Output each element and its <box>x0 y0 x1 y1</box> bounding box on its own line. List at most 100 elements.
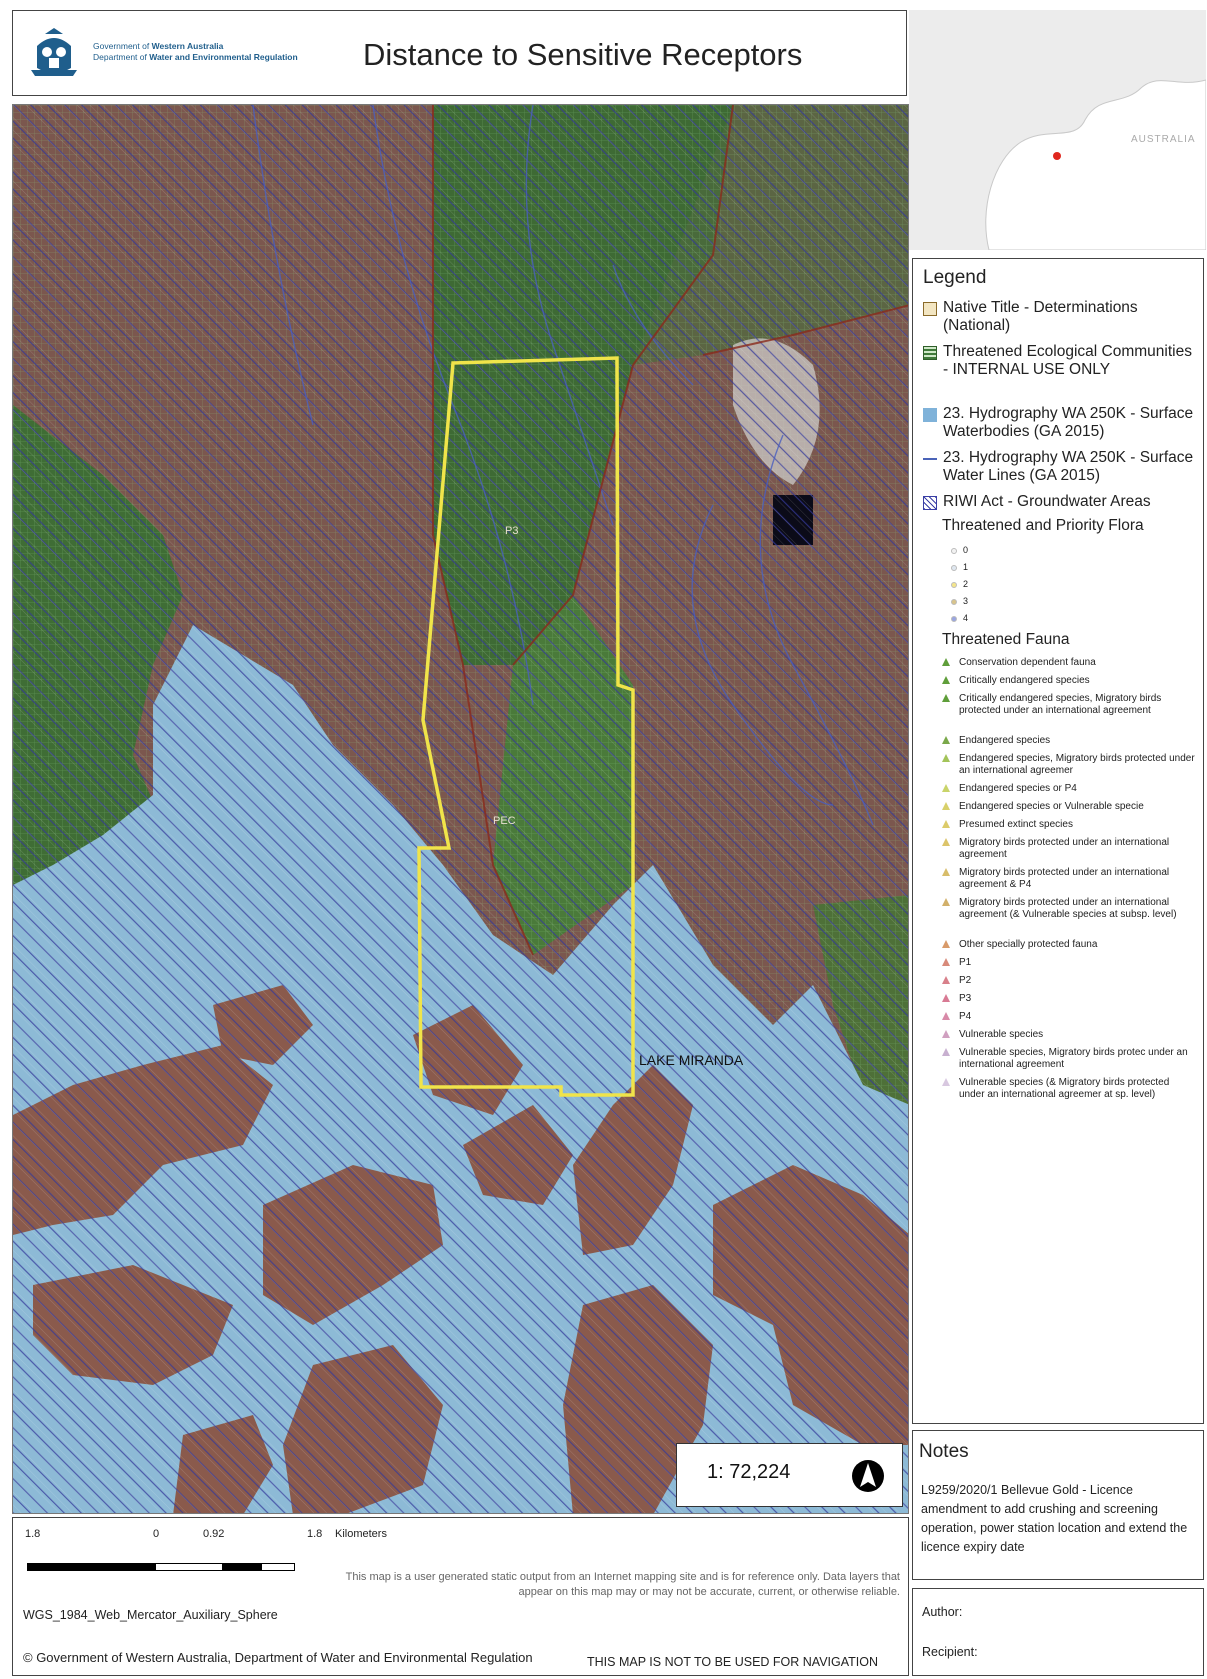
fauna-class-label: P3 <box>959 993 972 1004</box>
triangle-icon <box>942 994 950 1002</box>
government-name: Government of Western Australia <box>93 41 224 51</box>
notes-title: Notes <box>919 1441 969 1462</box>
triangle-icon <box>942 958 950 966</box>
map-footer: 1.8 0 0.92 1.8 Kilometers WGS_1984_Web_M… <box>12 1517 909 1676</box>
fauna-class-row: Critically endangered species <box>942 675 1197 687</box>
map-canvas[interactable]: P3 PEC LAKE MIRANDA <box>12 104 909 1514</box>
fauna-class-row: Migratory birds protected under an inter… <box>942 867 1197 891</box>
fauna-class-row: P1 <box>942 957 1197 969</box>
flora-class-label: 0 <box>963 545 969 555</box>
riwi-swatch-icon <box>923 496 937 510</box>
legend-panel: Legend Native Title - Determinations (Na… <box>912 258 1204 1424</box>
department-name: Department of Water and Environmental Re… <box>93 52 298 62</box>
fauna-class-label: P4 <box>959 1011 972 1022</box>
triangle-icon <box>942 1030 950 1038</box>
scale-ratio: 1: 72,224 <box>707 1461 791 1483</box>
flora-class-row: 2 <box>951 579 968 589</box>
fauna-class-label: Conservation dependent fauna <box>959 657 1096 668</box>
fauna-class-label: Critically endangered species, Migratory… <box>959 693 1162 716</box>
flora-heading: Threatened and Priority Flora <box>942 517 1144 534</box>
map-title: Distance to Sensitive Receptors <box>363 37 803 72</box>
fauna-class-label: Endangered species or Vulnerable specie <box>959 801 1144 812</box>
fauna-class-row: P2 <box>942 975 1197 987</box>
author-panel: Author: Recipient: <box>912 1588 1204 1676</box>
lake-name-label: LAKE MIRANDA <box>639 1052 744 1068</box>
flora-class-label: 3 <box>963 596 969 606</box>
triangle-icon <box>942 802 950 810</box>
coordinate-system: WGS_1984_Web_Mercator_Auxiliary_Sphere <box>23 1608 278 1622</box>
fauna-class-row: Presumed extinct species <box>942 819 1197 831</box>
fauna-class-row: Endangered species, Migratory birds prot… <box>942 753 1197 777</box>
legend-water-lines: 23. Hydrography WA 250K - Surface Water … <box>923 449 1195 485</box>
disclaimer-text: This map is a user generated static outp… <box>345 1571 900 1598</box>
scalebar-units: Kilometers <box>335 1528 387 1540</box>
flora-label-p3: P3 <box>505 525 519 537</box>
flora-class-row: 4 <box>951 613 968 623</box>
fauna-class-row: Endangered species <box>942 735 1197 747</box>
triangle-icon <box>942 820 950 828</box>
notes-body: L9259/2020/1 Bellevue Gold - Licence ame… <box>921 1483 1188 1554</box>
fauna-class-row: Other specially protected fauna <box>942 939 1197 951</box>
legend-riwi: RIWI Act - Groundwater Areas <box>923 493 1195 511</box>
fauna-class-row: P3 <box>942 993 1197 1005</box>
fauna-class-label: Vulnerable species <box>959 1029 1044 1040</box>
flora-class-row: 1 <box>951 562 968 572</box>
triangle-icon <box>942 940 950 948</box>
author-label: Author: <box>922 1605 963 1619</box>
triangle-icon <box>942 754 950 762</box>
fauna-class-label: Endangered species <box>959 735 1051 746</box>
triangle-icon <box>942 1078 950 1086</box>
legend-title: Legend <box>923 267 987 288</box>
licence-boundary <box>417 356 635 1097</box>
fauna-class-label: Presumed extinct species <box>959 819 1073 830</box>
scalebar-segment <box>223 1563 261 1571</box>
triangle-icon <box>942 838 950 846</box>
triangle-icon <box>942 676 950 684</box>
scalebar-segment <box>155 1563 223 1571</box>
flora-class-label: 4 <box>963 613 969 623</box>
scalebar-segment <box>27 1563 155 1571</box>
fauna-class-row: Endangered species or P4 <box>942 783 1197 795</box>
recipient-label: Recipient: <box>922 1645 978 1659</box>
fauna-class-label: P2 <box>959 975 972 986</box>
triangle-icon <box>942 868 950 876</box>
country-label: AUSTRALIA <box>1131 134 1196 145</box>
flora-class-row: 3 <box>951 596 968 606</box>
fauna-class-row: Vulnerable species, Migratory birds prot… <box>942 1047 1197 1071</box>
triangle-icon <box>942 1012 950 1020</box>
scalebar-label: 1.8 <box>25 1528 41 1540</box>
fauna-class-row: Endangered species or Vulnerable specie <box>942 801 1197 813</box>
triangle-icon <box>942 784 950 792</box>
fauna-class-row: Vulnerable species (& Migratory birds pr… <box>942 1077 1197 1101</box>
fauna-class-label: Endangered species or P4 <box>959 783 1077 794</box>
fauna-class-label: Other specially protected fauna <box>959 939 1098 950</box>
copyright-text: © Government of Western Australia, Depar… <box>23 1650 533 1665</box>
map-header: Government of Western Australia Departme… <box>12 10 907 96</box>
flora-label-pec: PEC <box>493 815 516 827</box>
tec-swatch-icon <box>923 346 937 360</box>
scalebar-label: 1.8 <box>307 1528 323 1540</box>
fauna-class-label: Migratory birds protected under an inter… <box>959 867 1170 890</box>
legend-waterbody: 23. Hydrography WA 250K - Surface Waterb… <box>923 405 1195 441</box>
fauna-class-label: Migratory birds protected under an inter… <box>959 897 1177 920</box>
locator-inset-map: AUSTRALIA <box>909 10 1206 250</box>
fauna-class-label: Vulnerable species (& Migratory birds pr… <box>959 1077 1170 1100</box>
fauna-class-row: Conservation dependent fauna <box>942 657 1197 669</box>
site-location-marker <box>1053 152 1061 160</box>
flora-class-label: 1 <box>963 562 969 572</box>
fauna-class-row: Migratory birds protected under an inter… <box>942 837 1197 861</box>
flora-dot-icon <box>951 598 957 605</box>
scalebar-segment <box>261 1563 295 1571</box>
notes-panel: Notes L9259/2020/1 Bellevue Gold - Licen… <box>912 1430 1204 1580</box>
fauna-class-label: Critically endangered species <box>959 675 1090 686</box>
triangle-icon <box>942 898 950 906</box>
flora-dot-icon <box>951 564 957 571</box>
flora-class-label: 2 <box>963 579 969 589</box>
fauna-class-row: P4 <box>942 1011 1197 1023</box>
scalebar-label: 0.92 <box>203 1528 225 1540</box>
fauna-class-label: P1 <box>959 957 972 968</box>
triangle-icon <box>942 736 950 744</box>
triangle-icon <box>942 976 950 984</box>
navigation-warning: THIS MAP IS NOT TO BE USED FOR NAVIGATIO… <box>587 1655 879 1669</box>
flora-dot-icon <box>951 547 957 554</box>
